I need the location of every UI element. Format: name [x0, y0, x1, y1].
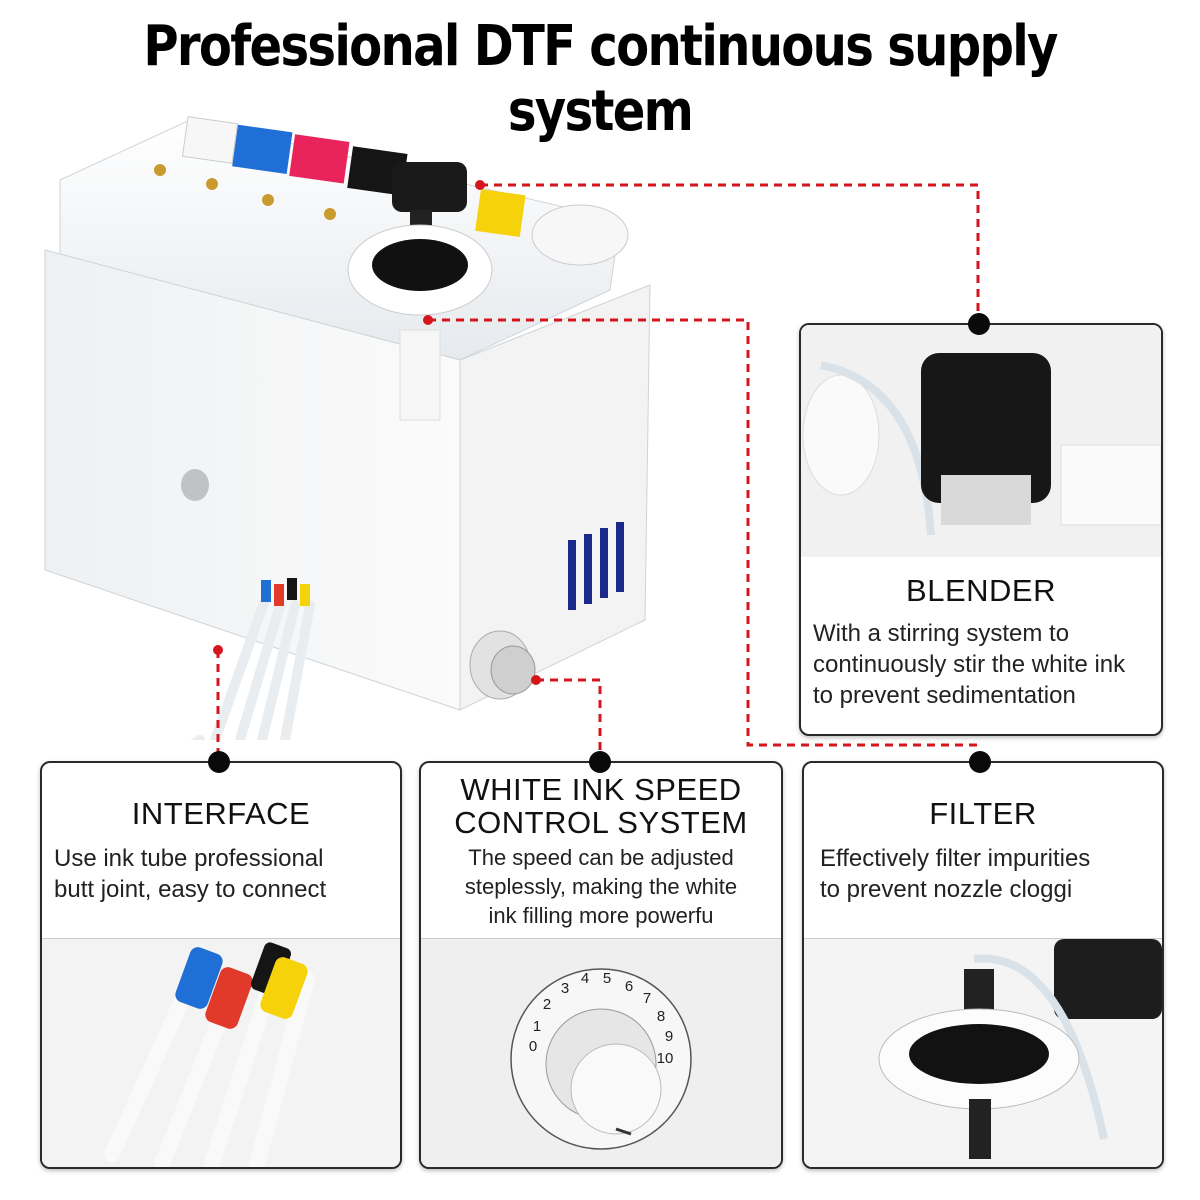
blender-desc-line: continuously stir the white ink: [813, 651, 1126, 678]
speed-desc-line: steplessly, making the white: [464, 874, 738, 899]
dial-number: 10: [657, 1050, 674, 1067]
dial-number: 6: [625, 978, 633, 995]
ink-supply-unit-image: [44, 116, 651, 740]
blender-desc-line: to prevent sedimentation: [813, 682, 1076, 709]
interface-desc-line: Use ink tube professional: [54, 845, 324, 872]
page-title: Professional DTF continuous supply syste…: [143, 14, 1058, 144]
product-illustration: [0, 100, 800, 740]
leader-line-speed: [536, 678, 602, 760]
speed-connector-dot: [589, 751, 611, 773]
speed-heading-line: CONTROL SYSTEM: [454, 805, 748, 840]
dial-number: 2: [543, 996, 551, 1013]
speed-control-card: WHITE INK SPEED CONTROL SYSTEM The speed…: [419, 761, 783, 1169]
speed-desc-line: ink filling more powerfu: [488, 903, 714, 928]
speed-heading: WHITE INK SPEED CONTROL SYSTEM: [421, 773, 781, 839]
dial-number: 7: [643, 990, 651, 1007]
interface-card: INTERFACE Use ink tube professional butt…: [40, 761, 402, 1169]
interface-heading: INTERFACE: [131, 796, 311, 831]
dial-number: 0: [529, 1038, 537, 1055]
dial-number: 1: [533, 1018, 541, 1035]
speed-dial-photo: 0 1 2 3 4 5 6 7 8 9 10: [421, 938, 781, 1167]
dial-number: 4: [581, 970, 589, 987]
leader-line-blender: [480, 183, 980, 322]
dial-number: 8: [657, 1008, 665, 1025]
filter-connector-dot: [969, 751, 991, 773]
dial-number: 5: [603, 970, 611, 987]
filter-description: Effectively filter impurities to prevent…: [820, 843, 1090, 905]
filter-photo: [804, 938, 1162, 1167]
blender-desc-line: With a stirring system to: [813, 620, 1070, 647]
interface-connector-dot: [208, 751, 230, 773]
interface-desc-line: butt joint, easy to connect: [54, 876, 327, 903]
blender-card: BLENDER With a stirring system to contin…: [799, 323, 1163, 736]
filter-desc-line: Effectively filter impurities: [820, 845, 1091, 872]
blender-connector-dot: [968, 313, 990, 335]
blender-description: With a stirring system to continuously s…: [813, 618, 1125, 711]
interface-description: Use ink tube professional butt joint, ea…: [54, 843, 326, 905]
speed-description: The speed can be adjusted steplessly, ma…: [421, 843, 781, 930]
blender-heading: BLENDER: [906, 573, 1056, 608]
filter-desc-line: to prevent nozzle cloggi: [820, 876, 1073, 903]
filter-heading: FILTER: [929, 796, 1037, 831]
speed-heading-line: WHITE INK SPEED: [460, 772, 742, 807]
blender-photo: [801, 325, 1161, 557]
dial-number: 3: [561, 980, 569, 997]
interface-photo: [42, 938, 400, 1167]
leader-line-filter: [428, 318, 978, 747]
filter-card: FILTER Effectively filter impurities to …: [802, 761, 1164, 1169]
speed-desc-line: The speed can be adjusted: [468, 845, 734, 870]
dial-number: 9: [665, 1028, 673, 1045]
